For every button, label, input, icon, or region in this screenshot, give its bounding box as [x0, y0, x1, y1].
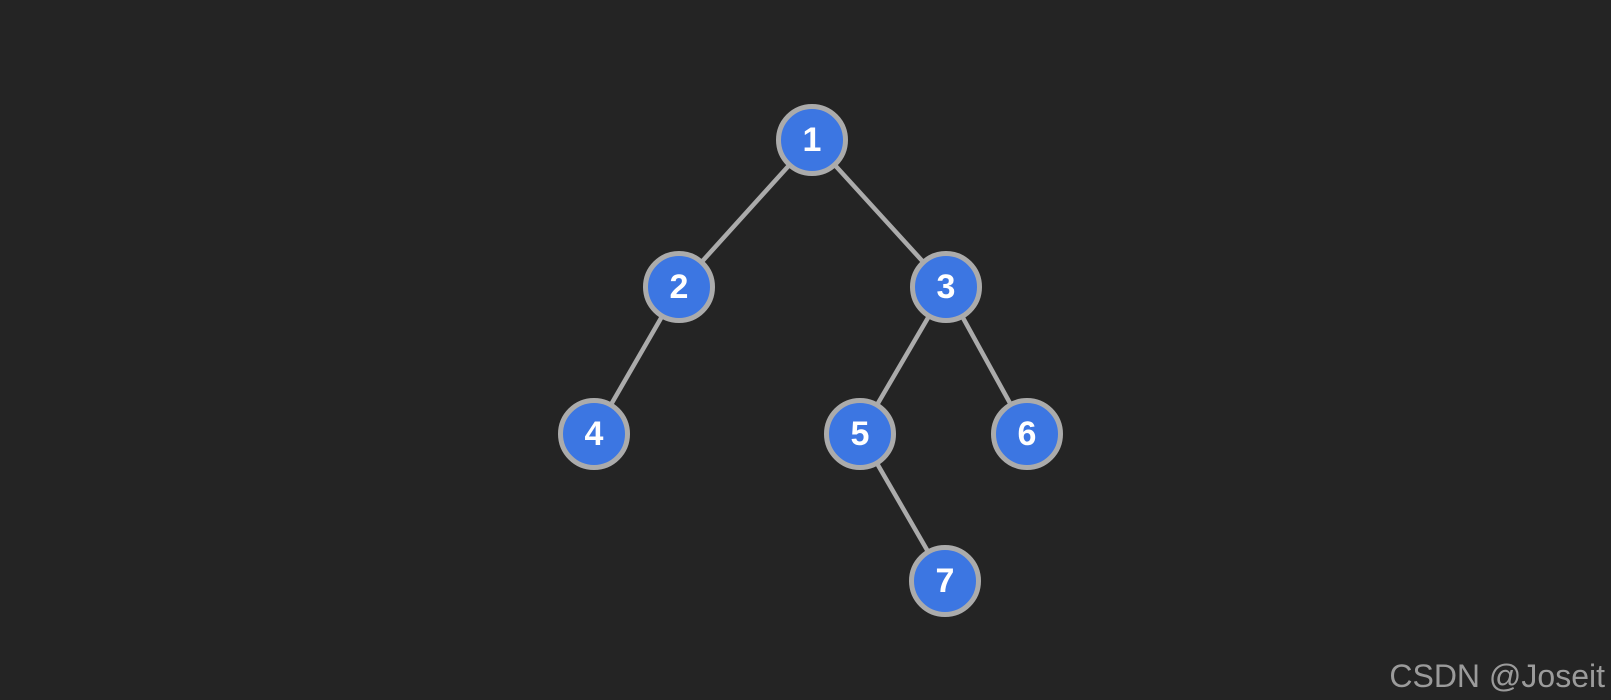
tree-node-7: 7 — [909, 545, 981, 617]
watermark: CSDN @Joseit — [1389, 658, 1605, 694]
tree-node-1: 1 — [776, 104, 848, 176]
tree-node-6: 6 — [991, 398, 1063, 470]
tree-node-4: 4 — [558, 398, 630, 470]
tree-node-5: 5 — [824, 398, 896, 470]
tree-node-3: 3 — [910, 251, 982, 323]
tree-node-2: 2 — [643, 251, 715, 323]
